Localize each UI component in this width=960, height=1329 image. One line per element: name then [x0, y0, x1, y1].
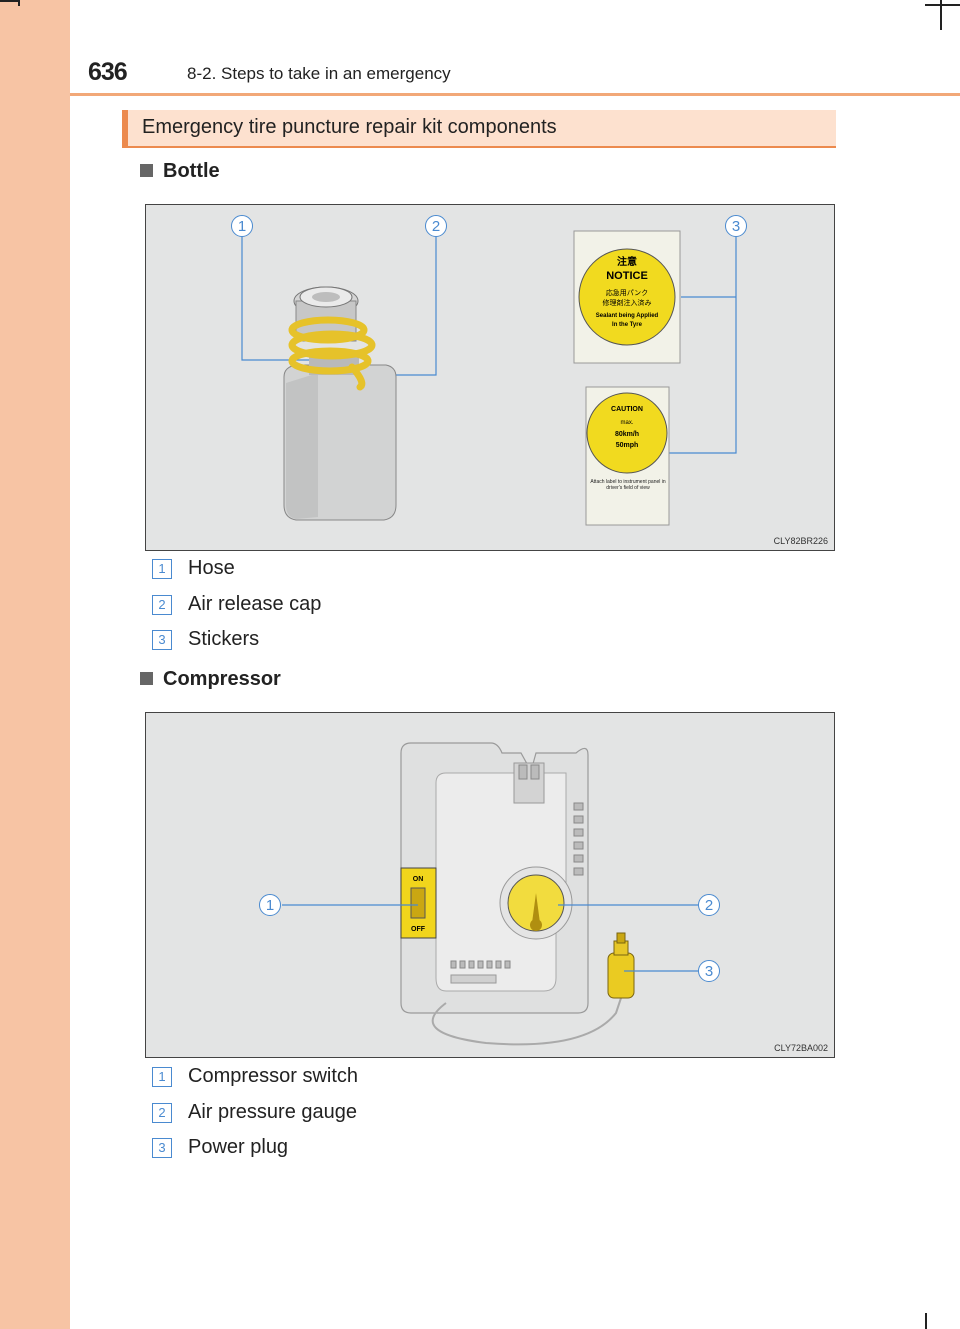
- crop-mark: [940, 0, 942, 30]
- svg-text:In the Tyre: In the Tyre: [612, 322, 643, 328]
- power-cord: [431, 997, 622, 1046]
- compressor-heading: Compressor: [140, 668, 281, 691]
- legend-number: 1: [152, 1067, 172, 1087]
- svg-text:注意: 注意: [617, 255, 637, 268]
- svg-text:50mph: 50mph: [616, 442, 639, 449]
- crop-mark: [925, 4, 960, 6]
- section-title: Emergency tire puncture repair kit compo…: [142, 116, 557, 138]
- legend-number: 3: [152, 1138, 172, 1158]
- svg-text:Sealant being Applied: Sealant being Applied: [596, 313, 659, 319]
- legend-label: Air release cap: [188, 593, 322, 615]
- caution-sticker: CAUTION max. 80km/h 50mph Attach label t…: [585, 386, 670, 526]
- callout-3: 3: [725, 215, 747, 237]
- svg-text:ON: ON: [413, 876, 424, 883]
- bottle-heading: Bottle: [140, 160, 220, 183]
- bottle-heading-label: Bottle: [163, 160, 220, 182]
- chapter-sidebar-tab: [0, 0, 70, 1329]
- legend-number: 1: [152, 559, 172, 579]
- svg-text:応急用パンク: 応急用パンク: [606, 288, 648, 297]
- legend-label: Air pressure gauge: [188, 1101, 357, 1123]
- callout-2: 2: [698, 894, 720, 916]
- square-bullet-icon: [140, 164, 153, 177]
- header-rule: [70, 93, 960, 96]
- yellow-hose: [288, 316, 376, 391]
- power-plug: [607, 932, 635, 999]
- section-title-bar: Emergency tire puncture repair kit compo…: [122, 110, 836, 148]
- leader-lines: [282, 904, 698, 972]
- svg-text:80km/h: 80km/h: [615, 431, 639, 438]
- callout-2: 2: [425, 215, 447, 237]
- page-number: 636: [88, 58, 128, 86]
- legend-label: Hose: [188, 557, 235, 579]
- crop-mark: [925, 1313, 927, 1329]
- legend-number: 3: [152, 630, 172, 650]
- crop-mark: [18, 0, 20, 6]
- bottle-figure: 注意 NOTICE 応急用パンク 修理剤注入済み Sealant being A…: [145, 204, 835, 551]
- legend-label: Power plug: [188, 1136, 289, 1158]
- figure-code: CLY72BA002: [774, 1043, 828, 1053]
- svg-text:CAUTION: CAUTION: [611, 406, 643, 413]
- callout-3: 3: [698, 960, 720, 982]
- callout-1: 1: [259, 894, 281, 916]
- svg-text:NOTICE: NOTICE: [606, 270, 648, 282]
- legend-label: Compressor switch: [188, 1065, 359, 1087]
- legend-label: Stickers: [188, 628, 260, 650]
- svg-text:OFF: OFF: [411, 926, 426, 933]
- svg-text:修理剤注入済み: 修理剤注入済み: [603, 298, 652, 307]
- compressor-heading-label: Compressor: [163, 668, 281, 690]
- square-bullet-icon: [140, 672, 153, 685]
- crop-mark: [0, 0, 18, 2]
- legend-number: 2: [152, 1103, 172, 1123]
- callout-1: 1: [231, 215, 253, 237]
- bottle-illustration: 注意 NOTICE 応急用パンク 修理剤注入済み Sealant being A…: [241, 230, 737, 526]
- legend-number: 2: [152, 595, 172, 615]
- figure-code: CLY82BR226: [773, 536, 828, 546]
- compressor-figure: ON OFF 1 2 3 CLY72BA002: [145, 712, 835, 1058]
- pressure-gauge: [499, 866, 573, 940]
- svg-text:max.: max.: [620, 420, 633, 426]
- compressor-illustration: ON OFF: [282, 742, 698, 1046]
- notice-sticker: 注意 NOTICE 応急用パンク 修理剤注入済み Sealant being A…: [573, 230, 681, 364]
- switch-panel: ON OFF: [400, 867, 437, 939]
- section-reference: 8-2. Steps to take in an emergency: [187, 64, 451, 83]
